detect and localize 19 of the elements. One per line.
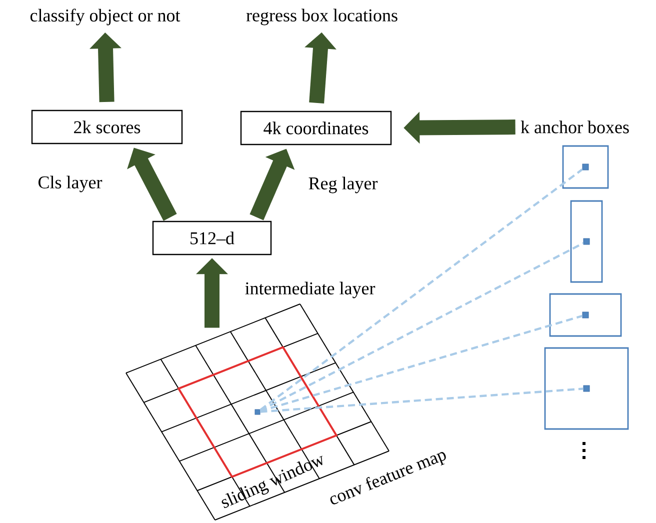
label-text: classify object or not bbox=[30, 8, 180, 26]
caption-text: conv feature map bbox=[330, 452, 446, 504]
layer-box: 4k coordinates bbox=[240, 110, 392, 146]
connector-line bbox=[260, 168, 583, 411]
connector-line bbox=[260, 242, 584, 412]
layer-box: 2k scores bbox=[31, 110, 183, 144]
anchor-box bbox=[562, 145, 609, 189]
edge-label: intermediate layer bbox=[244, 280, 376, 300]
label-text: regress box locations bbox=[246, 8, 398, 26]
caption-text: sliding window bbox=[222, 456, 322, 508]
layer-box: 512–d bbox=[152, 220, 272, 256]
anchor-box bbox=[544, 347, 629, 430]
edge-label: Cls layer bbox=[36, 174, 104, 194]
anchor-box bbox=[549, 293, 622, 337]
connector-line bbox=[260, 388, 584, 413]
anchor-box bbox=[570, 200, 603, 283]
connector-line bbox=[260, 314, 583, 412]
label-text: k anchor boxes bbox=[520, 120, 629, 134]
edge-label: Reg layer bbox=[307, 176, 379, 194]
